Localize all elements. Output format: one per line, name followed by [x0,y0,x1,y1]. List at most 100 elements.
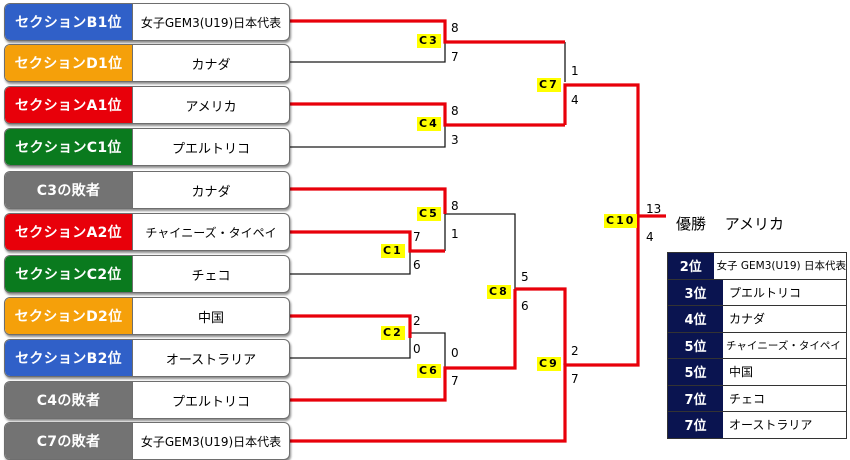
seed-label: C7の敗者 [5,423,132,459]
line-australia-c2 [288,338,411,359]
seed-label: セクションB2位 [5,340,132,376]
rank-team: プエルトリコ [729,285,802,300]
team-name: プエルトリコ [132,129,289,165]
team-name: プエルトリコ [132,382,289,418]
score: 0 [413,342,421,356]
standings-row: 5位 チャイニーズ・タイペイ [668,332,846,359]
score: 8 [451,199,459,213]
match-label-c1: C1 [381,244,405,258]
team-row-9: セクションB2位 オーストラリア [4,339,290,377]
match-label-c6: C6 [417,364,441,378]
score: 7 [571,372,579,386]
team-name: チャイニーズ・タイペイ [132,214,289,250]
standings-row: 7位 オーストラリア [668,412,846,438]
team-row-5: C3の敗者 カナダ [4,171,290,209]
rank-team: チャイニーズ・タイペイ [726,339,841,352]
rank-position: 3位 [668,279,723,305]
seed-label: セクションA1位 [5,87,132,123]
champion-title: 優勝 [676,215,707,233]
rank-team: チェコ [729,391,766,406]
score: 1 [571,64,579,78]
match-label-c4: C4 [417,117,441,131]
line-puertorico-c4 [288,125,446,148]
team-name: アメリカ [132,87,289,123]
line-c8-winner [515,287,567,365]
rank-team: カナダ [729,312,766,327]
seed-label: セクションC2位 [5,256,132,292]
score: 3 [451,133,459,147]
match-label-c10: C10 [604,214,638,228]
match-label-c9: C9 [537,357,561,371]
line-canada-c3 [288,42,446,63]
line-china-c2-winner [288,314,412,338]
winner-lines [288,19,666,443]
champion-label: 優勝 アメリカ [676,213,784,234]
champion-team: アメリカ [724,215,785,233]
team-row-3: セクションA1位 アメリカ [4,86,290,124]
rank-position: 7位 [668,412,723,438]
standings-table: 2位 女子 GEM3(U19) 日本代表 3位 プエルトリコ 4位 カナダ 5位… [667,252,847,439]
rank-position: 5位 [668,359,723,385]
seed-label: セクションA2位 [5,214,132,250]
team-row-2: セクションD1位 カナダ [4,44,290,82]
seed-label: セクションD2位 [5,298,132,334]
team-row-6: セクションA2位 チャイニーズ・タイペイ [4,213,290,251]
score: 5 [521,270,529,284]
team-name: 中国 [132,298,289,334]
line-czech-c1 [288,251,411,275]
line-puertorico-c6 [288,289,517,402]
match-label-c3: C3 [417,34,441,48]
loser-lines [288,42,639,368]
score: 7 [451,50,459,64]
rank-team: オーストラリア [729,418,813,433]
match-label-c8: C8 [487,285,511,299]
line-canada-c5 [288,187,447,214]
team-name: カナダ [132,45,289,81]
score: 4 [646,230,654,244]
seed-label: C3の敗者 [5,172,132,208]
match-label-c2: C2 [381,326,405,340]
rank-position: 4位 [668,306,723,332]
line-c4-winner-c7 [563,83,666,218]
line-japan-c9 [288,216,640,443]
team-row-10: C4の敗者 プエルトリコ [4,381,290,419]
team-row-1: セクションB1位 女子GEM3(U19)日本代表 [4,3,290,41]
score: 6 [413,258,421,272]
line-c5-c8 [445,213,516,289]
match-label-c7: C7 [537,78,561,92]
standings-row: 3位 プエルトリコ [668,279,846,306]
rank-team: 中国 [729,365,754,380]
standings-row: 5位 中国 [668,359,846,386]
score: 8 [451,21,459,35]
score: 8 [451,104,459,118]
match-label-c5: C5 [417,207,441,221]
team-name: 女子GEM3(U19)日本代表 [132,4,289,40]
team-name: オーストラリア [132,340,289,376]
line-c2-c6 [410,332,446,368]
score: 2 [571,344,579,358]
seed-label: セクションD1位 [5,45,132,81]
team-name: チェコ [132,256,289,292]
team-name: 女子GEM3(U19)日本代表 [132,423,289,459]
team-row-8: セクションD2位 中国 [4,297,290,335]
seed-label: C4の敗者 [5,382,132,418]
rank-position: 5位 [668,332,723,358]
line-japan-c3 [288,19,565,44]
rank-position: 2位 [668,253,714,279]
seed-label: セクションB1位 [5,4,132,40]
rank-position: 7位 [668,385,723,411]
score: 13 [646,202,662,216]
seed-label: セクションC1位 [5,129,132,165]
score: 6 [521,299,529,313]
standings-row: 2位 女子 GEM3(U19) 日本代表 [668,253,846,280]
line-usa-c4 [288,102,565,127]
team-name: カナダ [132,172,289,208]
team-row-4: セクションC1位 プエルトリコ [4,128,290,166]
standings-row: 7位 チェコ [668,385,846,412]
team-row-11: C7の敗者 女子GEM3(U19)日本代表 [4,422,290,460]
score: 1 [451,227,459,241]
score: 7 [413,230,421,244]
score: 7 [451,374,459,388]
team-row-7: セクションC2位 チェコ [4,255,290,293]
